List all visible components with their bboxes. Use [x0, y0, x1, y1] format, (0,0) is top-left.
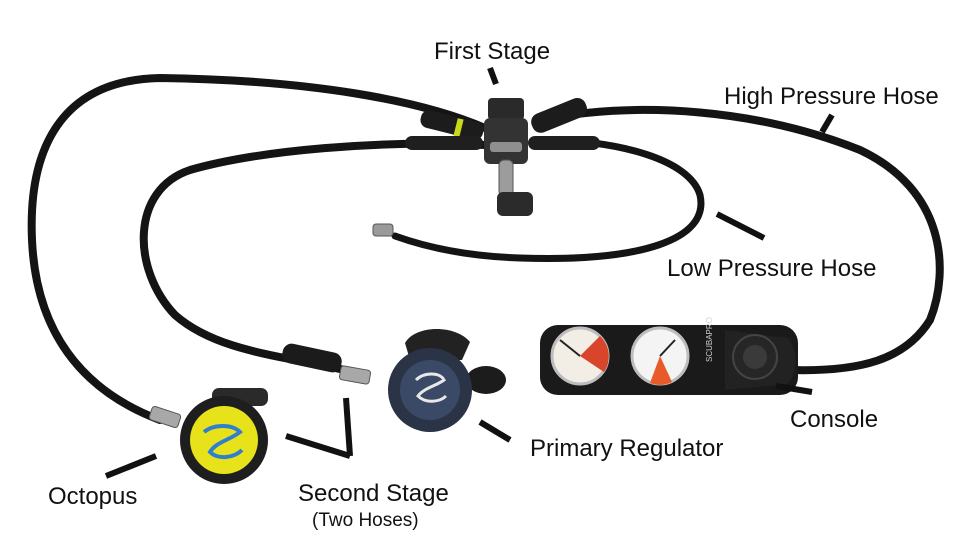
first-stage: [484, 98, 533, 216]
low-pressure-leader: [715, 211, 766, 241]
first-stage-leader: [487, 66, 499, 86]
hose-fittings: [148, 97, 600, 429]
label-high-pressure-hose: High Pressure Hose: [724, 83, 939, 110]
octopus-fitting: [148, 405, 182, 429]
spg-red-zone: [580, 336, 609, 372]
primary-exhaust: [466, 366, 506, 394]
octopus: [180, 388, 268, 484]
primary-regulator: [388, 328, 506, 432]
octopus-logo-icon: [202, 424, 244, 459]
octopus-hose: [27, 73, 489, 424]
high-pressure-hose: [536, 106, 944, 375]
lp-hose-end-fitting: [372, 223, 394, 237]
console-brand: SCUBAPRO: [705, 317, 714, 362]
label-first-stage: First Stage: [434, 38, 551, 65]
console-leader: [775, 383, 813, 395]
green-band: [453, 118, 464, 138]
leader-lines: [104, 66, 835, 479]
first-stage-yoke: [498, 159, 514, 197]
depth-red-marker: [650, 356, 672, 385]
hoses: [27, 73, 944, 424]
primary-hose: [139, 139, 489, 374]
label-second-stage-note: (Two Hoses): [312, 510, 419, 531]
primary-leader: [478, 419, 512, 443]
label-console: Console: [790, 406, 879, 433]
low-pressure-hose: [391, 136, 705, 262]
hp-hose-sleeve: [531, 97, 587, 133]
scubapro-logo-icon: [414, 372, 448, 403]
console: SCUBAPRO: [540, 317, 798, 395]
label-octopus: Octopus: [48, 483, 138, 510]
label-low-pressure-hose: Low Pressure Hose: [667, 255, 877, 282]
compass-inner: [743, 345, 767, 369]
first-stage-cap: [488, 98, 524, 120]
octopus-hose-sleeve: [420, 110, 484, 140]
lp-hose-sleeve: [405, 136, 483, 150]
label-second-stage: Second Stage: [298, 480, 449, 507]
octopus-leader: [104, 453, 158, 479]
label-primary-regulator: Primary Regulator: [530, 435, 724, 462]
first-stage-ring: [490, 142, 522, 152]
depth-needle: [659, 339, 676, 357]
first-stage-body: [484, 118, 528, 164]
first-stage-knob: [497, 192, 533, 216]
second-stage-leader-b: [343, 397, 353, 457]
second-stage-leader-a: [285, 433, 351, 459]
lp-hose-sleeve-right: [528, 136, 600, 150]
primary-hose-sleeve: [282, 343, 342, 373]
high-pressure-leader: [819, 113, 835, 134]
primary-face: [400, 360, 460, 420]
primary-fitting: [338, 365, 372, 385]
spg-needle: [559, 339, 581, 357]
